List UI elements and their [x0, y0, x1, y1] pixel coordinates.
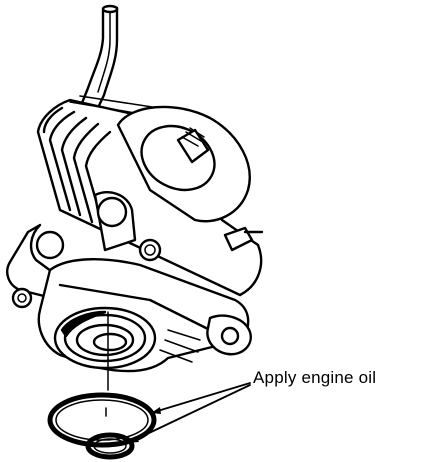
pump-opening — [53, 306, 157, 391]
callout-leaders — [127, 382, 251, 444]
top-cap — [116, 105, 251, 223]
small-o-ring — [85, 432, 135, 460]
apply-engine-oil-label: Apply engine oil — [253, 368, 377, 387]
hose — [78, 4, 119, 114]
